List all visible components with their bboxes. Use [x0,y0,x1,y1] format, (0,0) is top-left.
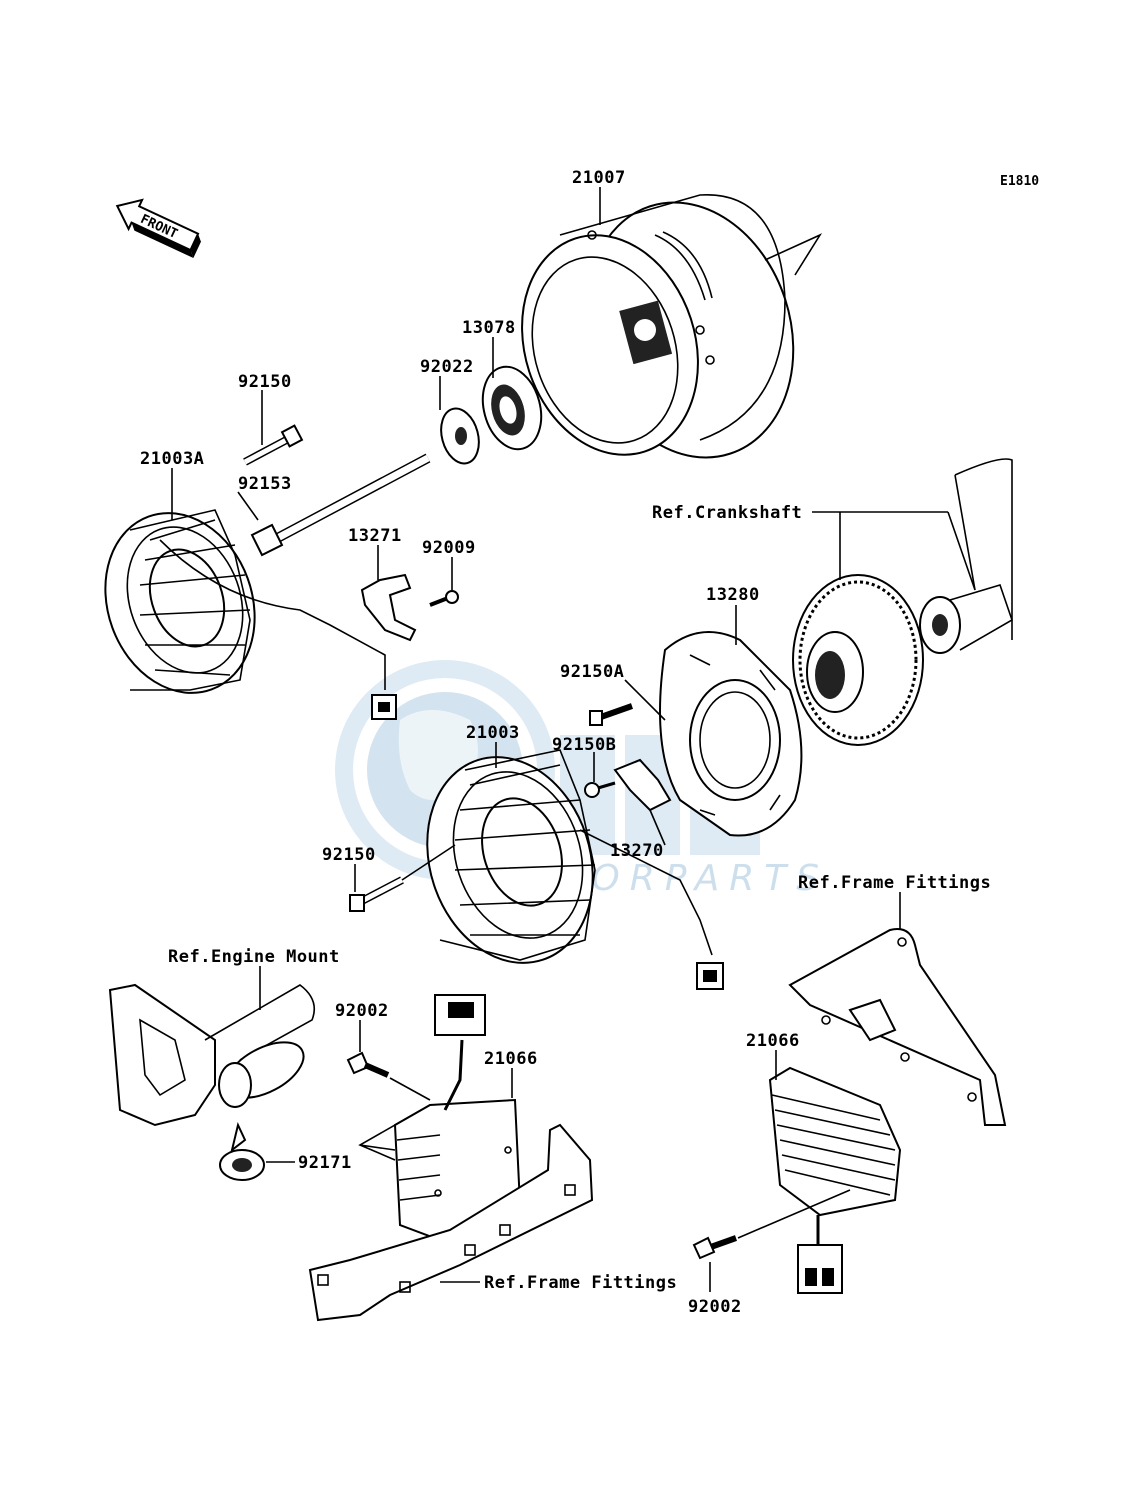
leader-13270 [649,809,666,846]
front-arrow-icon: FRONT [115,198,201,259]
label-13271: 13271 [348,526,402,546]
engine-mount[interactable] [108,983,316,1127]
leader-crankshaft [812,511,976,591]
leader-bolt-92150-mid [401,844,456,881]
frame-bracket-right[interactable] [788,928,1007,1126]
label-92150A: 92150A [560,662,624,682]
bolt-92153[interactable] [250,453,431,557]
label-92153: 92153 [238,474,292,494]
bolt-92150-top[interactable] [243,424,304,466]
diagram-code: E1810 [1000,174,1039,189]
label-21003: 21003 [466,723,520,743]
bolt-92002-left[interactable] [346,1051,390,1078]
crankshaft-gear[interactable] [792,458,1013,746]
screw-92150B[interactable] [584,781,616,798]
label-13270: 13270 [610,841,664,861]
label-92022: 92022 [420,357,474,377]
label-ref-engine-mount: Ref.Engine Mount [168,947,340,967]
bolt-92002-right[interactable] [692,1235,738,1260]
regulator-21066-left[interactable] [393,994,522,1242]
leader-92153 [237,491,259,521]
label-92009: 92009 [422,538,476,558]
label-21007: 21007 [572,168,626,188]
plate-13270[interactable] [613,758,672,812]
clamp-92171[interactable] [219,1121,265,1181]
label-92002-left: 92002 [335,1001,389,1021]
screw-92009[interactable] [429,590,459,607]
label-21066-left: 21066 [484,1049,538,1069]
bolt-92150A[interactable] [589,703,633,726]
bracket-13271[interactable] [360,573,417,642]
regulator-21066-right[interactable] [768,1066,902,1294]
leader-bolt-92002-right [737,1189,851,1239]
rotor-21007[interactable] [495,175,826,484]
label-92002-right: 92002 [688,1297,742,1317]
label-92171: 92171 [298,1153,352,1173]
leader-bracket-left [358,1104,431,1161]
cover-13280[interactable] [659,631,803,837]
label-92150B: 92150B [552,735,616,755]
label-13280: 13280 [706,585,760,605]
washer-92022[interactable] [435,404,484,467]
label-92150-top: 92150 [238,372,292,392]
label-13078: 13078 [462,318,516,338]
frame-bracket-bottom[interactable] [308,1123,594,1322]
stator-21003[interactable] [401,735,724,990]
label-92150-mid: 92150 [322,845,376,865]
label-ref-frame-fittings-right: Ref.Frame Fittings [798,873,991,893]
label-ref-frame-fittings-bottom: Ref.Frame Fittings [484,1273,677,1293]
label-21066-right: 21066 [746,1031,800,1051]
label-ref-crankshaft: Ref.Crankshaft [652,503,802,523]
bolt-92150-mid[interactable] [349,876,404,912]
stator-21003A[interactable] [81,492,397,720]
leader-92150A [624,679,666,721]
leader-bolt-92002-left [389,1077,431,1101]
label-21003A: 21003A [140,449,204,469]
gear-13078[interactable] [474,360,550,456]
